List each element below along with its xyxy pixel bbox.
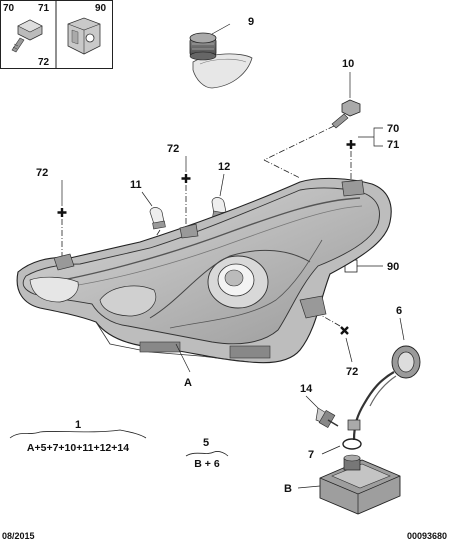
part-9-bulb-cover bbox=[189, 23, 253, 89]
callout-72-lower: 72 bbox=[346, 366, 358, 378]
plus-marker-icon bbox=[57, 208, 67, 217]
cross-marker-icon bbox=[340, 326, 349, 335]
callout-14: 14 bbox=[300, 383, 313, 395]
inset-label-90: 90 bbox=[95, 3, 107, 14]
callout-10: 10 bbox=[342, 58, 354, 70]
bolt-icon bbox=[331, 99, 361, 129]
callout-12: 12 bbox=[218, 161, 230, 173]
plus-marker-icon bbox=[346, 140, 356, 149]
projector-lens-icon bbox=[207, 255, 269, 309]
screw-icon bbox=[11, 19, 43, 53]
wiring-harness-icon bbox=[347, 345, 421, 441]
inset-label-72: 72 bbox=[38, 57, 50, 68]
footer-reference: 00093680 bbox=[406, 531, 447, 541]
callout-A: A bbox=[184, 377, 192, 389]
inset-label-71: 71 bbox=[38, 3, 50, 14]
callout-72-left: 72 bbox=[36, 167, 48, 179]
callout-B: B bbox=[284, 483, 292, 495]
fastener-inset: 70 71 72 90 bbox=[0, 0, 113, 69]
callout-6: 6 bbox=[396, 305, 402, 317]
bulb-11-icon bbox=[149, 207, 166, 230]
footer-date: 08/2015 bbox=[2, 531, 35, 541]
bulb-socket-icon bbox=[189, 32, 217, 61]
inset-label-70: 70 bbox=[3, 3, 15, 14]
assembly-note-1: 1 A+5+7+10+11+12+14 bbox=[9, 419, 147, 454]
callout-90: 90 bbox=[387, 261, 399, 273]
callout-1: 1 bbox=[75, 419, 81, 431]
callout-71: 71 bbox=[387, 139, 399, 151]
seal-ring-icon bbox=[342, 438, 362, 450]
callout-7: 7 bbox=[308, 449, 314, 461]
headlamp-assembly bbox=[16, 177, 392, 364]
assembly-formula-5: B + 6 bbox=[194, 458, 220, 470]
clip-nut-icon bbox=[67, 17, 101, 55]
callout-5: 5 bbox=[203, 437, 209, 449]
plus-marker-icon bbox=[181, 174, 191, 183]
ballast-module-icon bbox=[319, 454, 401, 515]
assembly-note-5: 5 B + 6 bbox=[185, 437, 229, 470]
xenon-bulb-icon bbox=[315, 407, 339, 429]
assembly-formula-1: A+5+7+10+11+12+14 bbox=[27, 442, 129, 454]
callout-11: 11 bbox=[130, 179, 142, 191]
callout-72-top: 72 bbox=[167, 143, 179, 155]
callout-9: 9 bbox=[248, 16, 254, 28]
callout-70: 70 bbox=[387, 123, 399, 135]
